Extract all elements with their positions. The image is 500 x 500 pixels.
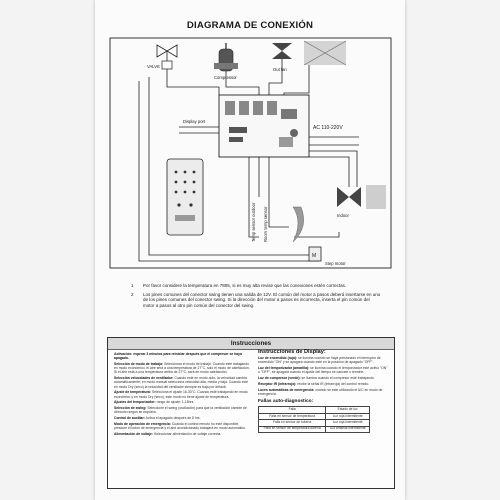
table-row: Falla en sensor de tubería Luz roja inte… bbox=[257, 419, 370, 427]
indoor-label: Indoor bbox=[337, 213, 349, 218]
notes: 1 Por favor considere la temperatura en … bbox=[131, 283, 381, 311]
table-header-row: Falla Estado de luz bbox=[257, 406, 370, 414]
display-item: Luz del temporizador (amarilla): se ilum… bbox=[258, 366, 388, 375]
svg-text:M: M bbox=[312, 253, 316, 259]
faults-title: Fallas auto-diagnostico: bbox=[258, 399, 314, 405]
wiring-diagram: VALVE Compressor Out fan bbox=[109, 37, 392, 269]
page-title: DIAGRAMA DE CONEXIÓN bbox=[186, 20, 314, 31]
note-text: Por favor considere la temperatura en 78… bbox=[143, 283, 347, 288]
table-row: Falla en sensor de temperatura Luz roja … bbox=[257, 412, 370, 421]
step-motor-icon: M bbox=[308, 246, 322, 262]
display-module bbox=[166, 158, 204, 236]
table-cell: Falla en sensor de tubería bbox=[257, 419, 327, 427]
display-item: Luz de encendido (roja): se ilumina cuan… bbox=[258, 356, 381, 365]
note-1: 1 Por favor considere la temperatura en … bbox=[131, 283, 381, 289]
display-port-label: Display port bbox=[183, 119, 206, 124]
compressor-icon bbox=[214, 43, 238, 72]
instruction-item: Ajustes del temporizador: rango de ajust… bbox=[114, 400, 195, 405]
temp-indoor-label: Room temp sensor bbox=[263, 206, 268, 242]
note-2: 2 Los pines comunes del conector swing t… bbox=[131, 292, 381, 309]
display-item: Luces automáticas de emergencia: cuando … bbox=[258, 387, 383, 396]
instructions-left-column: Activación: esperar 3 minutos para reini… bbox=[114, 352, 252, 438]
valve-icon bbox=[156, 44, 178, 70]
power-label: AC 110-220V bbox=[313, 125, 343, 131]
display-item: Receptor IR (infrarrojo): recibe la seña… bbox=[258, 382, 370, 386]
instruction-item: Selección de modo de trabajo: Selecciona… bbox=[114, 362, 250, 375]
out-fan-label: Out fan bbox=[273, 67, 287, 72]
instruction-item: Modo de operación de emergencia: Cuando … bbox=[114, 422, 246, 431]
temp-sensor-outdoor: Temp sensor outdoor bbox=[251, 202, 256, 242]
display-item: Luz de compresor (verde): se ilumina cua… bbox=[258, 376, 375, 381]
note-number: 1 bbox=[131, 283, 134, 288]
table-row: Falla en sensor de temperatura tubería L… bbox=[257, 425, 370, 434]
instructions-box: Instrucciones Activación: esperar 3 minu… bbox=[107, 337, 395, 489]
instruction-item: Ajuste de temperatura: Selecciona el aju… bbox=[114, 390, 248, 399]
instruction-item: Alimentación de voltaje: Seleccionar ali… bbox=[114, 432, 222, 436]
wiring-lines bbox=[138, 59, 359, 262]
note-text: Los pines comunes del conector swing tie… bbox=[143, 291, 381, 308]
display-instructions-title: Instrucciones de Display: bbox=[258, 349, 326, 355]
table-header: Falla bbox=[257, 406, 327, 414]
table-cell: Luz roja intermitente bbox=[325, 412, 370, 421]
instructions-header: Instrucciones bbox=[108, 338, 394, 350]
instruction-item: Selección de swing: Seleccione el swing … bbox=[114, 406, 247, 415]
table-cell: Falla en sensor de temperatura bbox=[257, 412, 327, 421]
note-number: 2 bbox=[131, 291, 134, 297]
outdoor-fan-icon bbox=[272, 40, 347, 66]
instruction-item: Activación: esperar 3 minutos para reini… bbox=[114, 352, 242, 361]
table-header: Estado de luz bbox=[325, 406, 370, 414]
swing-louver-icon bbox=[292, 206, 304, 243]
manual-page: DIAGRAMA DE CONEXIÓN VALVE Compressor O bbox=[95, 0, 405, 500]
valve-label: VALVE bbox=[147, 64, 160, 69]
indoor-fan-icon bbox=[337, 185, 386, 209]
table-cell: Luz roja intermitente bbox=[325, 419, 370, 427]
step-motor-label: Step motor bbox=[325, 261, 346, 266]
faults-table: Falla Estado de luz Falla en sensor de t… bbox=[257, 406, 370, 434]
instruction-item: Control de auxiliar: Activa el apagado d… bbox=[114, 416, 201, 421]
room-temp-sensor: Room temp sensor bbox=[263, 206, 268, 242]
table-cell: Luz amarilla intermitente bbox=[325, 425, 370, 434]
instruction-item: Selección velocidades de ventilador: Cua… bbox=[114, 376, 249, 389]
temp-outdoor-label: Temp sensor outdoor bbox=[251, 202, 256, 242]
table-cell: Falla en sensor de temperatura tubería bbox=[257, 425, 327, 434]
instructions-right-column: Instrucciones de Display: Luz de encendi… bbox=[257, 349, 388, 434]
control-board bbox=[218, 94, 310, 158]
